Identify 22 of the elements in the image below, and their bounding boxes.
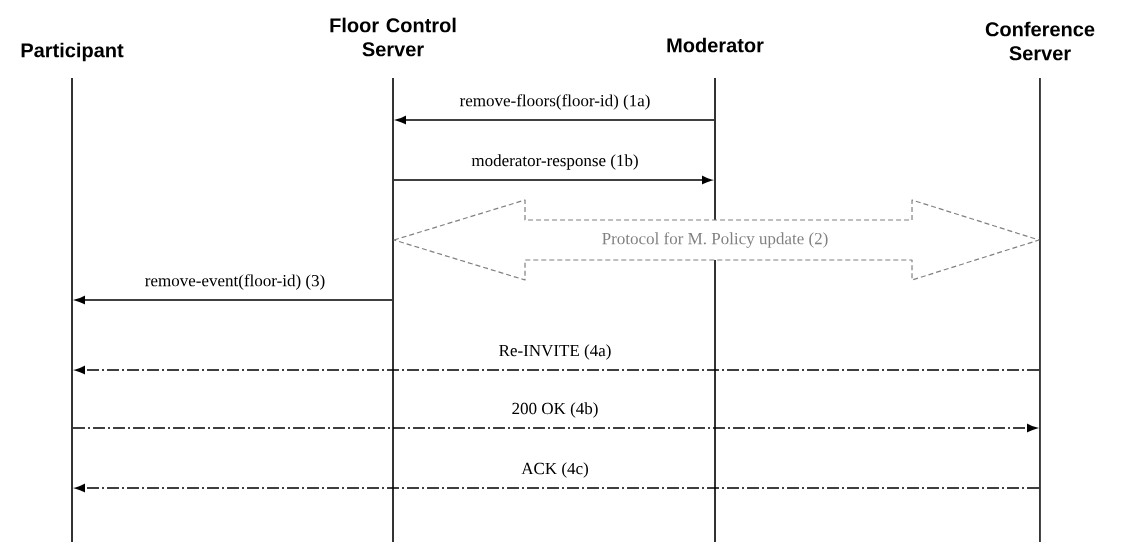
message-arrow [72,424,1037,432]
message-arrow [75,366,1040,375]
message-arrow [75,296,393,304]
edge-label: remove-event(floor-id) (3) [145,274,325,290]
participant-label: Floor Control Server [330,17,456,57]
lifeline [392,78,394,542]
message-arrow [393,199,1040,281]
participant-label: Conference Server [985,21,1095,61]
message-arrow [396,116,715,125]
edge-label: ACK (4c) [521,462,588,478]
edge-label: 200 OK (4b) [512,402,598,418]
edge-label: moderator-response (1b) [471,154,638,170]
lifeline [714,78,716,542]
lifeline [1039,78,1041,542]
edge-label: remove-floors(floor-id) (1a) [459,94,650,110]
edge-label: Re-INVITE (4a) [499,344,611,360]
message-arrow [393,176,712,184]
participant-label: Moderator [667,37,764,53]
edge-label: Protocol for M. Policy update (2) [602,232,828,248]
lifeline [71,78,73,542]
participant-label: Participant [21,42,124,62]
message-arrow [75,484,1040,492]
